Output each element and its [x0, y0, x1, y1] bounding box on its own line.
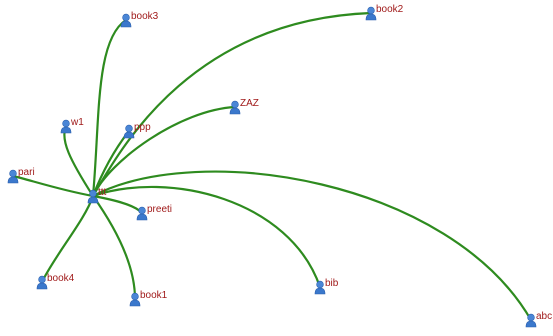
user-icon	[120, 13, 132, 28]
node-preeti[interactable]: preeti	[136, 204, 172, 221]
user-icon	[87, 189, 99, 204]
node-zaz[interactable]: ZAZ	[229, 98, 259, 115]
edge-ttt-zaz	[91, 105, 237, 198]
edge-ttt-pari	[11, 174, 95, 198]
edge-ttt-book2	[91, 11, 373, 198]
user-icon	[136, 206, 148, 221]
edge-ttt-bib	[91, 185, 322, 289]
user-icon	[36, 275, 48, 290]
node-label-abc: abc	[536, 311, 552, 322]
user-icon	[229, 100, 241, 115]
node-label-zaz: ZAZ	[240, 98, 259, 109]
node-pari[interactable]: pari	[7, 167, 35, 184]
edge-ttt-preeti	[91, 194, 144, 215]
user-icon	[314, 280, 326, 295]
edge-ttt-w1	[63, 124, 95, 198]
node-ppp[interactable]: ppp	[123, 122, 151, 139]
user-icon	[129, 292, 141, 307]
node-book4[interactable]: book4	[36, 273, 75, 290]
edge-ttt-abc	[91, 170, 533, 322]
edge-ttt-book4	[40, 194, 95, 284]
edge-ttt-book1	[91, 194, 137, 301]
user-icon	[60, 119, 72, 134]
node-bib[interactable]: bib	[314, 278, 339, 295]
node-label-pari: pari	[18, 167, 35, 178]
edge-ttt-book3	[91, 18, 128, 198]
node-label-book4: book4	[47, 273, 75, 284]
node-abc[interactable]: abc	[525, 311, 552, 328]
node-label-ppp: ppp	[134, 122, 151, 133]
node-label-w1: w1	[70, 117, 84, 128]
node-w1[interactable]: w1	[60, 117, 84, 134]
node-book3[interactable]: book3	[120, 11, 159, 28]
user-icon	[7, 169, 19, 184]
node-label-book1: book1	[140, 290, 168, 301]
user-icon	[525, 313, 537, 328]
node-label-book3: book3	[131, 11, 159, 22]
edges-layer	[11, 11, 533, 322]
node-book1[interactable]: book1	[129, 290, 168, 307]
node-center[interactable]: ttt	[87, 187, 107, 204]
node-label-preeti: preeti	[147, 204, 172, 215]
node-label-bib: bib	[325, 278, 339, 289]
user-icon	[365, 6, 377, 21]
node-book2[interactable]: book2	[365, 4, 404, 21]
node-label-book2: book2	[376, 4, 404, 15]
user-icon	[123, 124, 135, 139]
node-label-center: ttt	[98, 187, 107, 198]
